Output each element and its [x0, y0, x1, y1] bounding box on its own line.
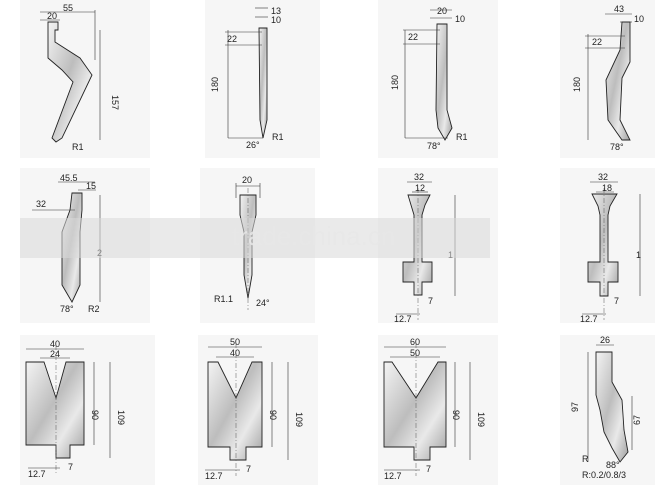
- d2-label-4: 12.7: [205, 471, 223, 481]
- p7-label-3: 12.7: [394, 314, 412, 324]
- p5-label-0: 45.5: [60, 173, 78, 183]
- p8-label-1: 18: [602, 183, 612, 193]
- p9-label-5: R:0.2/0.8/3: [582, 470, 626, 480]
- d1-label-0: 40: [50, 339, 60, 349]
- p9-label-2: 67: [632, 415, 642, 425]
- p2-label-2: 22: [227, 34, 237, 44]
- p8-label-4: 7: [614, 296, 619, 306]
- tool-p3-bent-punch: 20 10 22 180 78° R1: [390, 6, 468, 151]
- p6-label-0: 20: [242, 175, 252, 185]
- p2-label-3: 180: [210, 77, 220, 92]
- d2-label-1: 40: [230, 348, 240, 358]
- d3-label-4: 12.7: [384, 471, 402, 481]
- d3-label-5: 7: [426, 464, 431, 474]
- tool-p9-hemming-punch: 26 97 67 R 88° R:0.2/0.8/3: [570, 335, 642, 480]
- d1-label-5: 7: [68, 462, 73, 472]
- p1-label-3: R1: [72, 142, 84, 152]
- p8-label-2: 1: [636, 250, 641, 260]
- tool-p4-offset-punch: 43 10 22 180 78°: [572, 4, 644, 152]
- tool-d3-v-die: 60 50 90 109 12.7 7: [383, 337, 486, 481]
- p4-label-2: 22: [592, 37, 602, 47]
- p2-label-1: 10: [271, 15, 281, 25]
- tool-d1-v-die: 40 24 90 109 12.7 7: [25, 339, 126, 479]
- p5-label-1: 15: [86, 181, 96, 191]
- tool-p8-holder-punch: 32 18 1 12.7 7: [580, 172, 641, 324]
- d2-label-0: 50: [230, 337, 240, 347]
- d2-label-3: 109: [294, 412, 304, 427]
- d2-label-2: 90: [268, 410, 278, 420]
- p2-label-4: 26°: [246, 140, 260, 150]
- watermark-text: trade.china.cn: [232, 221, 395, 251]
- p8-label-0: 32: [598, 172, 608, 182]
- p1-label-2: 157: [110, 95, 120, 110]
- d3-label-1: 50: [410, 348, 420, 358]
- p6-label-1: R1.1: [214, 294, 233, 304]
- tool-d2-v-die: 50 40 90 109 12.7 7: [205, 337, 304, 481]
- p5-label-4: 78°: [60, 304, 74, 314]
- d3-label-2: 90: [451, 410, 461, 420]
- p8-label-3: 12.7: [580, 314, 598, 324]
- p2-label-0: 13: [271, 6, 281, 16]
- p9-label-0: 26: [600, 335, 610, 345]
- d1-label-4: 12.7: [28, 469, 46, 479]
- tool-p1-gooseneck-punch: 55 20 157 R1: [40, 3, 120, 152]
- p4-label-3: 180: [572, 77, 582, 92]
- d3-label-0: 60: [410, 337, 420, 347]
- d1-label-3: 109: [116, 410, 126, 425]
- p4-label-1: 10: [634, 14, 644, 24]
- p9-label-4: 88°: [606, 460, 620, 470]
- tool-p2-straight-punch: 13 10 22 180 26° R1: [210, 6, 284, 150]
- watermark-band: [20, 218, 490, 258]
- p3-label-1: 10: [455, 14, 465, 24]
- p4-label-0: 43: [614, 4, 624, 14]
- d1-label-2: 90: [90, 410, 100, 420]
- p1-label-0: 55: [63, 3, 73, 13]
- p6-label-2: 24°: [256, 298, 270, 308]
- p9-label-1: 97: [570, 402, 580, 412]
- d3-label-3: 109: [476, 412, 486, 427]
- p3-label-0: 20: [437, 6, 447, 16]
- p1-label-1: 20: [47, 11, 57, 21]
- p4-label-4: 78°: [610, 142, 624, 152]
- p7-label-0: 32: [414, 172, 424, 182]
- p3-label-5: R1: [456, 132, 468, 142]
- d2-label-5: 7: [246, 464, 251, 474]
- p7-label-1: 12: [415, 183, 425, 193]
- p3-label-4: 78°: [427, 141, 441, 151]
- p5-label-5: R2: [88, 304, 100, 314]
- p3-label-2: 22: [408, 32, 418, 42]
- d1-label-1: 24: [50, 349, 60, 359]
- p5-label-2: 32: [36, 199, 46, 209]
- p7-label-4: 7: [428, 296, 433, 306]
- p3-label-3: 180: [390, 75, 400, 90]
- p9-label-3: R: [582, 454, 589, 464]
- p2-label-5: R1: [272, 132, 284, 142]
